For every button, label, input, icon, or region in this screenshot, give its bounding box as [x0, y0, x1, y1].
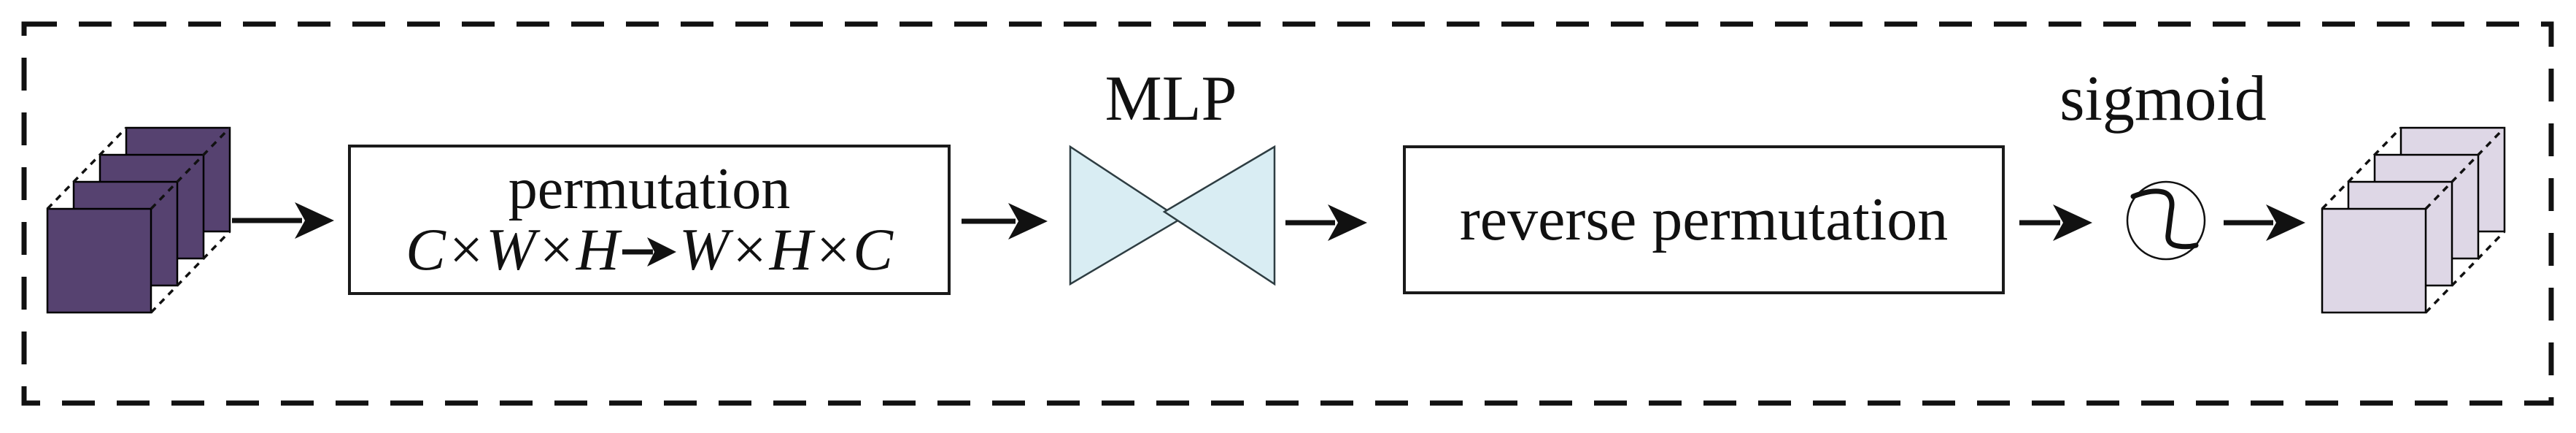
- permutation-formula: C×W×H W×H×C: [406, 215, 893, 283]
- permutation-box-title: permutation: [508, 157, 791, 222]
- reverse-permutation-label: reverse permutation: [1459, 185, 1949, 253]
- output-feature-maps-icon: [2321, 126, 2506, 314]
- formula-arrow-icon: [622, 237, 676, 267]
- formula-left: C×W×H: [406, 215, 619, 283]
- sigmoid-label: sigmoid: [2059, 64, 2267, 134]
- flow-arrow-icon: [2224, 204, 2305, 241]
- mlp-bowtie-icon: [1069, 145, 1276, 286]
- sigmoid-icon: [2126, 180, 2206, 261]
- flow-arrow-icon: [232, 202, 334, 239]
- permutation-box: permutation C×W×H W×H×C: [348, 145, 951, 295]
- flow-arrow-icon: [962, 203, 1048, 240]
- flow-arrow-icon: [2019, 204, 2092, 241]
- input-feature-maps-icon: [46, 126, 231, 314]
- flow-arrow-icon: [1285, 204, 1367, 241]
- formula-right: W×H×C: [679, 215, 893, 283]
- reverse-permutation-box: reverse permutation: [1403, 145, 2005, 294]
- mlp-label: MLP: [1105, 64, 1237, 134]
